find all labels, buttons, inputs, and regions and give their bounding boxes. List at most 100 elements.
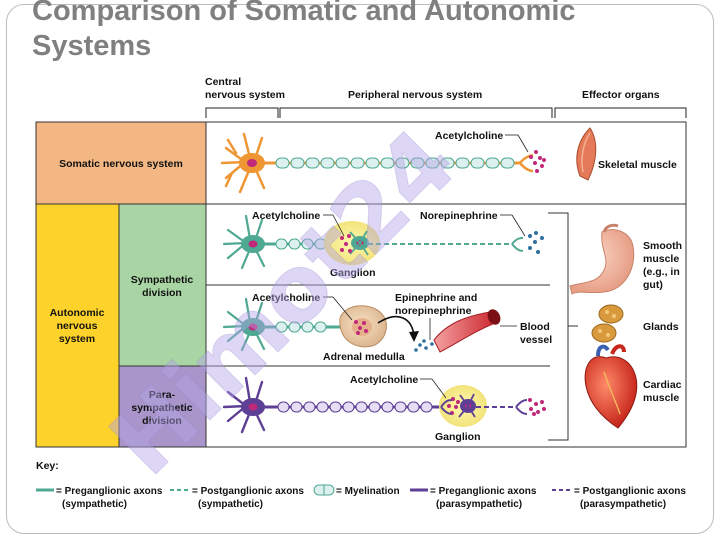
myelin-segment <box>365 157 380 169</box>
key-item-symp-pre: = Preganglionic axons (sympathetic) <box>36 486 163 510</box>
header-effectors: Effector organs <box>582 89 660 101</box>
myelin-segment <box>395 157 410 169</box>
adrenal-medulla-label: Adrenal medulla <box>323 351 405 363</box>
norepinephrine-label: Norepinephrine <box>420 210 498 222</box>
key-label: = Preganglionic axons <box>56 486 163 497</box>
molecule-dot <box>456 400 460 404</box>
myelin-segment <box>329 401 342 413</box>
myelin-segment <box>350 157 365 169</box>
myelin-segment <box>440 157 455 169</box>
autonomic-line1: Autonomic <box>50 307 105 319</box>
acetylcholine-molecules <box>528 398 546 416</box>
myelin-segment <box>288 238 301 250</box>
acetylcholine-molecules <box>529 150 546 173</box>
molecule-dot <box>348 249 352 253</box>
title-line-1: Comparison of Somatic and Autonomic <box>32 0 576 27</box>
ganglion-para-label: Ganglion <box>435 431 481 443</box>
stomach-illustration <box>569 223 635 295</box>
myelin-segment <box>277 401 290 413</box>
skeletal-muscle-illustration <box>576 127 597 181</box>
ach-symp2-label: Acetylcholine <box>252 292 320 304</box>
myelin-segment <box>455 157 470 169</box>
molecule-dot <box>358 326 362 330</box>
myelin-segment <box>275 157 290 169</box>
leader-line <box>431 378 447 399</box>
header-cns: Central nervous system <box>205 76 285 101</box>
molecule-dot <box>540 400 544 404</box>
myelin-segment <box>301 321 314 333</box>
molecule-dot <box>542 407 546 411</box>
sympathetic-panel <box>118 203 207 367</box>
sympathetic-line1: Sympathetic <box>131 274 194 286</box>
myelin-segment <box>394 401 407 413</box>
norepinephrine-molecules <box>528 231 544 254</box>
ach-symp1-label: Acetylcholine <box>252 210 320 222</box>
myelin-segment <box>485 157 500 169</box>
effector-bracket <box>548 212 569 441</box>
sympathetic-label: Sympathetic division <box>131 274 194 299</box>
molecule-dot <box>529 155 533 159</box>
molecule-dot <box>538 156 542 160</box>
key-label: = Postganglionic axons <box>574 486 686 497</box>
symp1-myelin <box>275 238 327 250</box>
molecule-dot <box>356 331 360 335</box>
molecule-dot <box>364 329 368 333</box>
cardiac-muscle-label: Cardiac muscle <box>643 379 682 404</box>
autonomic-line3: system <box>59 333 95 345</box>
symp-terminal <box>511 237 524 252</box>
key-item-para-pre: = Preganglionic axons (parasympathetic) <box>410 486 537 510</box>
molecule-dot <box>534 231 538 235</box>
myelin-segment <box>410 157 425 169</box>
molecule-dot <box>542 158 546 162</box>
leader-line <box>517 134 529 153</box>
ganglion-symp-neuron <box>349 230 369 256</box>
myelin-segment <box>407 401 420 413</box>
molecule-dot <box>447 404 451 408</box>
myelin-segment <box>342 401 355 413</box>
glands-illustration <box>591 304 624 343</box>
title-line-2: Systems <box>32 30 152 62</box>
parasympathetic-panel <box>118 365 207 448</box>
molecule-dot <box>418 343 422 347</box>
epi-label-line2: norepinephrine <box>395 305 472 317</box>
molecule-dot <box>533 240 537 244</box>
myelin-segment <box>425 157 440 169</box>
parasympathetic-line2: sympathetic <box>131 402 192 414</box>
molecule-dot <box>347 234 351 238</box>
heart-illustration <box>584 344 638 429</box>
molecule-dot <box>528 234 532 238</box>
smooth-muscle-line4: gut) <box>643 279 663 291</box>
molecule-dot <box>430 342 434 346</box>
smooth-muscle-label: Smooth muscle (e.g., in gut) <box>643 240 682 291</box>
somatic-label: Somatic nervous system <box>59 158 183 170</box>
myelin-segment <box>470 157 485 169</box>
molecule-dot <box>340 236 344 240</box>
key-sublabel: (sympathetic) <box>62 499 127 510</box>
blood-vessel-line1: Blood <box>520 321 550 333</box>
molecule-dot <box>540 164 544 168</box>
myelin-segment <box>335 157 350 169</box>
myelin-segment <box>380 157 395 169</box>
skeletal-muscle-label: Skeletal muscle <box>598 159 677 171</box>
myelin-segment <box>314 321 327 333</box>
molecule-dot <box>532 412 536 416</box>
molecule-dot <box>422 339 426 343</box>
molecule-dot <box>454 405 458 409</box>
symp2-myelin <box>275 321 327 333</box>
autonomic-panel <box>35 203 120 448</box>
molecule-dot <box>529 407 533 411</box>
slide-frame <box>6 4 714 534</box>
para-myelin <box>277 401 433 413</box>
blood-vessel-line2: vessel <box>520 334 552 346</box>
para-terminal <box>515 399 528 415</box>
key-sublabel: (parasympathetic) <box>436 499 522 510</box>
acetylcholine-molecules <box>340 234 352 253</box>
epinephrine-molecules <box>414 339 434 352</box>
molecule-dot <box>535 169 539 173</box>
acetylcholine-molecules <box>354 320 368 335</box>
key-title: Key: <box>36 460 59 472</box>
myelin-segment <box>320 157 335 169</box>
epi-label-line1: Epinephrine and <box>395 292 477 304</box>
molecule-dot <box>414 348 418 352</box>
molecule-dot <box>344 242 348 246</box>
